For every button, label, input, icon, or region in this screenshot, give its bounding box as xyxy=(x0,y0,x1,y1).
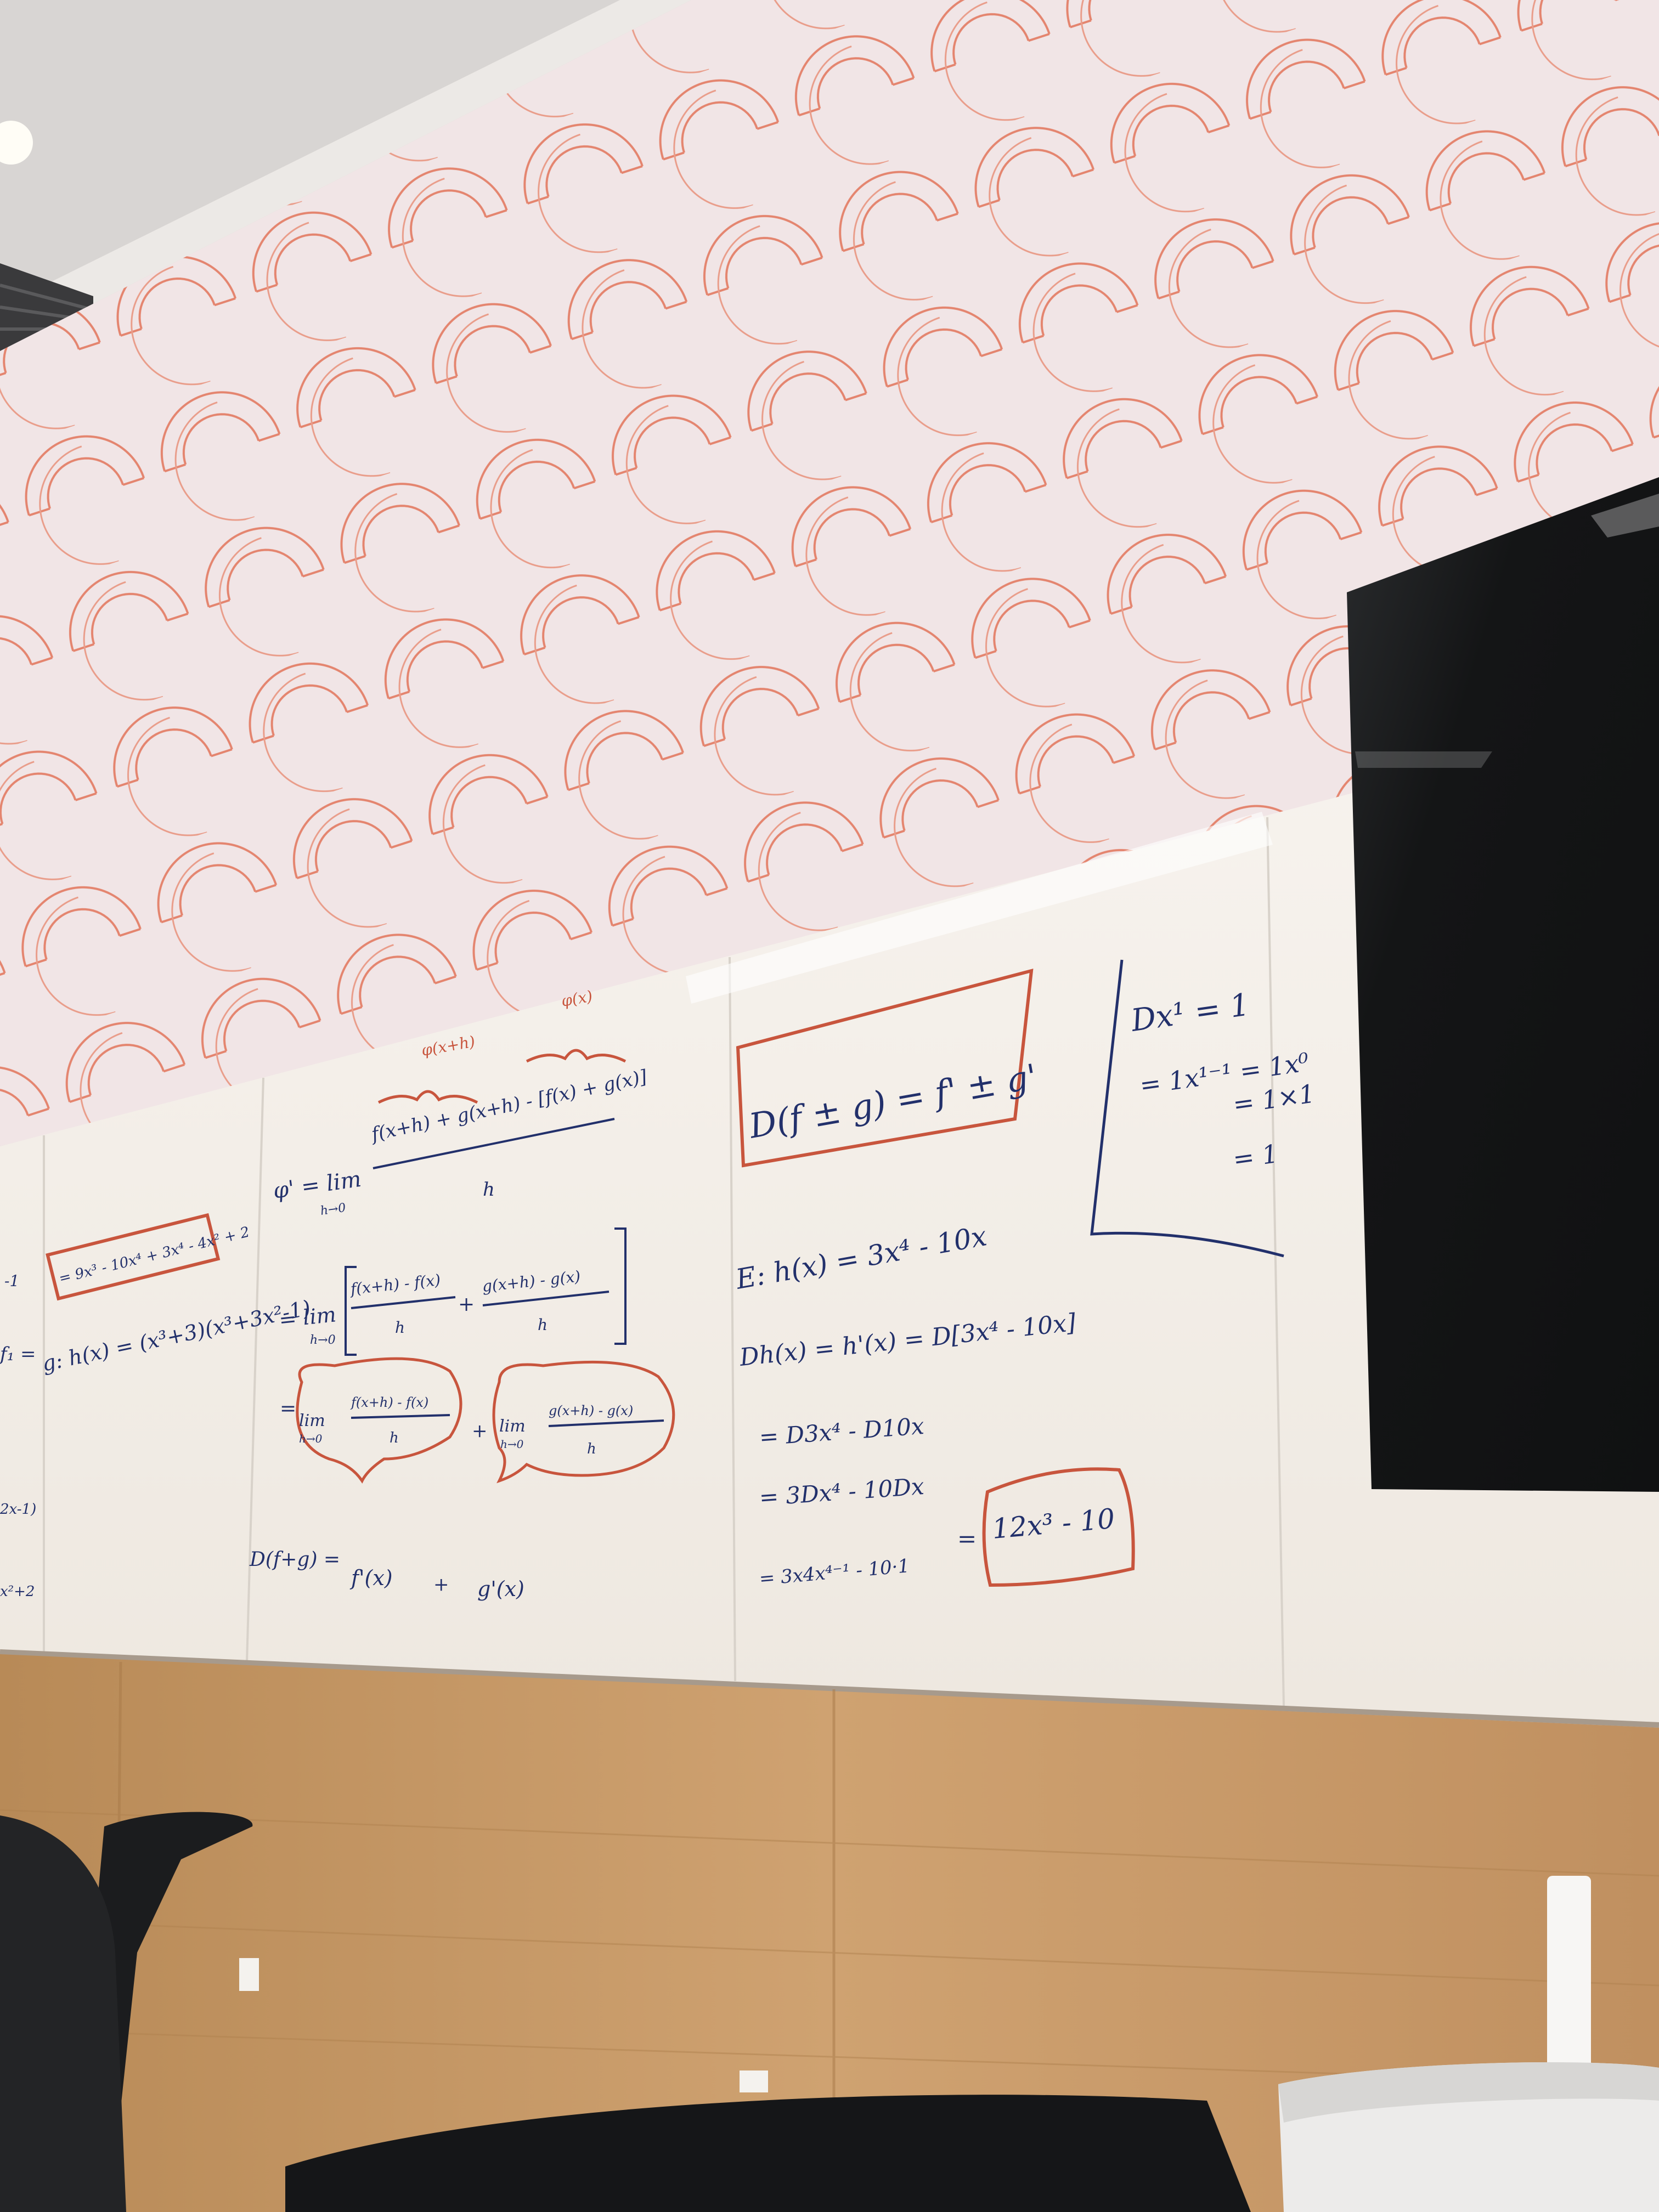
answer-box xyxy=(982,1467,1135,1587)
person-silhouette xyxy=(0,1815,126,2212)
line3-a-bar xyxy=(351,1414,450,1419)
line3-eq: = xyxy=(280,1398,296,1420)
line2-bracket-left xyxy=(345,1266,357,1356)
line2-sub: h→0 xyxy=(310,1333,336,1347)
line3-a-denominator: h xyxy=(390,1430,399,1446)
line2-lhs: = lim xyxy=(278,1302,337,1332)
power-outlet xyxy=(239,1958,259,1991)
whiteboard-ledge xyxy=(0,1649,1659,1728)
line2-b-denominator: h xyxy=(538,1316,548,1334)
line2-bracket-right xyxy=(614,1227,627,1345)
brace-1 xyxy=(377,1090,478,1104)
wall-arc-pattern xyxy=(0,0,1659,1146)
office-chair-front xyxy=(285,2095,1251,2212)
brace-2 xyxy=(526,1049,627,1063)
line3-plus: + xyxy=(472,1420,488,1442)
left-edge-fragment-3: 2x-1) xyxy=(0,1501,36,1518)
line3-b-lim: lim xyxy=(499,1417,526,1436)
line1-fraction-bar xyxy=(373,1118,615,1169)
wood-panel-wall xyxy=(0,1654,1659,2212)
line2-b-bar xyxy=(482,1291,610,1306)
line3-b-bubble xyxy=(492,1360,675,1484)
result-f: f'(x) xyxy=(349,1566,393,1590)
line2-a-bar xyxy=(351,1296,456,1309)
whiteboard-seams xyxy=(43,817,1285,1706)
tv-glare xyxy=(1591,494,1659,538)
line2-a-denominator: h xyxy=(395,1319,405,1337)
left-edge-fragment-2: f₁ = xyxy=(0,1343,36,1365)
corner-frame xyxy=(1090,959,1284,1258)
wall-plate xyxy=(740,2070,768,2092)
result-plus: + xyxy=(433,1574,449,1596)
line1-denominator: h xyxy=(483,1179,495,1201)
left-boxed-frame xyxy=(46,1213,221,1301)
answer-equals: = xyxy=(957,1525,977,1552)
left-edge-fragment-4: x²+2 xyxy=(0,1583,35,1600)
line3-a-numerator: f(x+h) - f(x) xyxy=(350,1395,428,1410)
line2-plus: + xyxy=(458,1293,475,1316)
line3-b-sub: h→0 xyxy=(500,1438,524,1451)
corner-line-4: = 1 xyxy=(1231,1139,1280,1174)
line3-a-bubble xyxy=(296,1357,462,1484)
office-chair-left xyxy=(82,1812,253,2212)
ceiling-light xyxy=(0,121,33,165)
line3-a-sub: h→0 xyxy=(299,1432,323,1445)
rule-box xyxy=(736,968,1034,1168)
wall-tv xyxy=(1347,477,1659,1492)
whiteboard-glare xyxy=(686,812,1273,1004)
whiteboard xyxy=(0,713,1659,1722)
line3-a-lim: lim xyxy=(299,1411,325,1430)
tv-glare-lower xyxy=(1355,751,1492,768)
result-g: g'(x) xyxy=(477,1577,524,1601)
line3-b-denominator: h xyxy=(587,1441,596,1457)
line3-b-numerator: g(x+h) - g(x) xyxy=(549,1403,633,1418)
tumbler-cup xyxy=(1278,1876,1659,2212)
line3-b-bar xyxy=(548,1419,664,1427)
left-edge-fragment-1: -1 xyxy=(4,1272,19,1290)
result-lhs: D(f+g) = xyxy=(249,1548,340,1571)
